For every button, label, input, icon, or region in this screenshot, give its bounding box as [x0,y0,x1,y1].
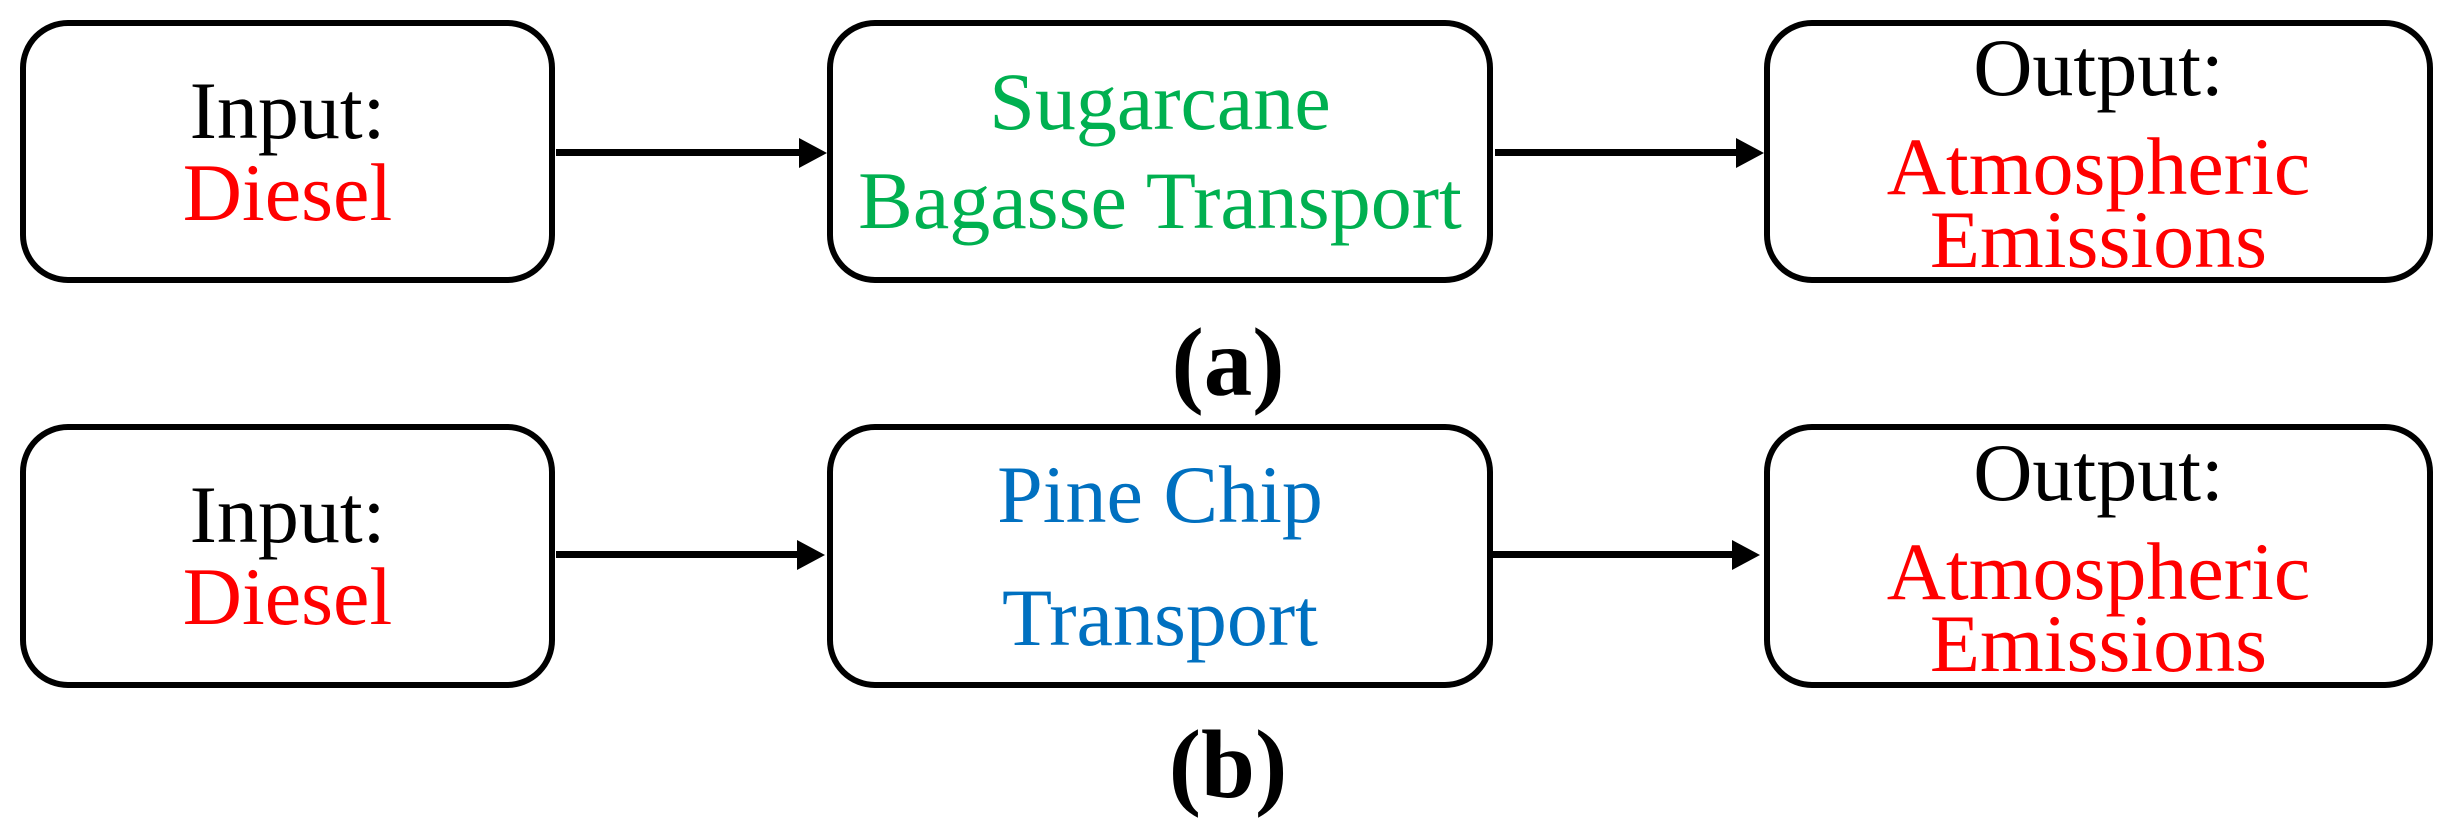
process-label-a: Sugarcane Bagasse Transport [858,53,1462,250]
process-box-b: Pine Chip Transport [827,424,1493,688]
process-label-a-line1: Sugarcane [989,56,1331,148]
output-title-b: Output: [1973,426,2224,518]
output-value-b-line1: Atmospheric [1886,525,2311,617]
output-value-b-line2: Emissions [1929,598,2268,689]
process-label-b-line2: Transport [1002,572,1318,663]
arrow-b-process-to-output [1490,551,1733,558]
output-title-a: Output: [1973,22,2224,114]
process-label-b: Pine Chip Transport [997,433,1323,679]
input-title-b: Input: [189,469,386,560]
input-value-b: Diesel [182,551,393,642]
input-box-b: Input: Diesel [20,424,555,688]
input-box-a: Input: Diesel [20,20,555,283]
output-value-a: Atmospheric Emissions [1886,121,2311,285]
output-box-b: Output: Atmospheric Emissions [1764,424,2433,688]
input-value-a: Diesel [182,146,393,238]
output-box-a: Output: Atmospheric Emissions [1764,20,2433,283]
arrow-b-input-to-process [556,551,798,558]
process-label-b-line1: Pine Chip [997,449,1323,540]
process-box-a: Sugarcane Bagasse Transport [827,20,1493,283]
output-value-a-line2: Emissions [1929,193,2268,285]
output-value-a-line1: Atmospheric [1886,121,2311,213]
arrow-a-input-to-process [556,149,800,156]
process-label-a-line2: Bagasse Transport [858,154,1462,246]
caption-b: (b) [1168,711,1288,818]
arrow-a-process-to-output [1495,149,1737,156]
output-value-b: Atmospheric Emissions [1886,525,2311,689]
input-title-a: Input: [189,64,386,156]
caption-a: (a) [1171,309,1285,416]
